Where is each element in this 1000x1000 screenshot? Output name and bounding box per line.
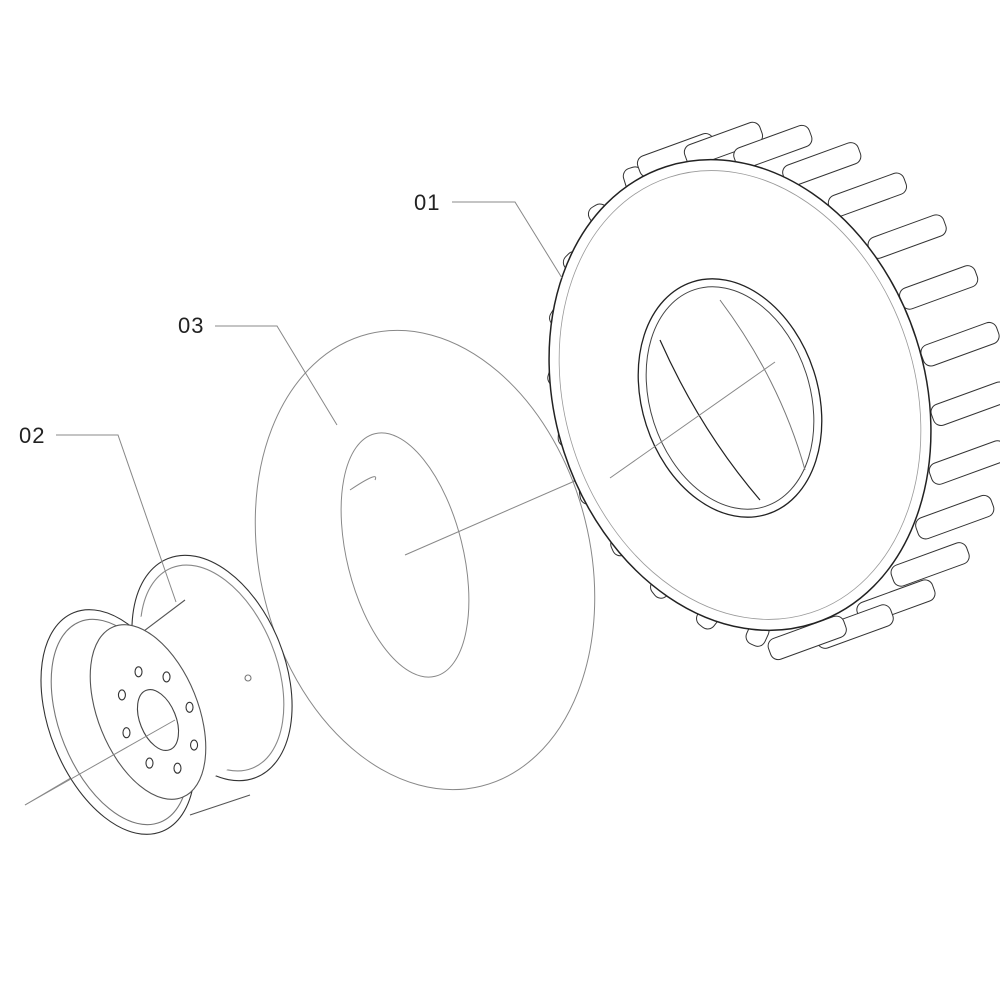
- bolt-hole: [134, 666, 143, 678]
- bolt-hole: [145, 757, 154, 769]
- bolt-hole: [173, 762, 182, 774]
- tread-lug: [890, 542, 970, 587]
- callout-label-03: 03: [178, 313, 205, 338]
- callout-label-01: 01: [414, 190, 441, 215]
- tread-lug: [827, 172, 908, 218]
- leader-line-01: [452, 201, 563, 279]
- leader-line-03: [215, 325, 338, 426]
- tread-lug: [867, 214, 947, 259]
- bolt-holes: [117, 666, 199, 774]
- tread-lug: [930, 381, 1000, 427]
- tread-lug: [915, 494, 995, 540]
- bolt-hole: [122, 727, 131, 739]
- bolt-hole: [117, 689, 126, 701]
- tread-lug: [928, 440, 1000, 485]
- bolt-hole: [162, 671, 171, 683]
- tread-lug: [733, 124, 813, 170]
- tread-lug: [767, 615, 847, 661]
- tread-lug: [683, 121, 764, 167]
- callout-label-02: 02: [19, 423, 46, 448]
- tire[interactable]: [490, 110, 1000, 681]
- tread-lug: [920, 321, 1000, 367]
- wheel-rim[interactable]: [11, 532, 323, 857]
- bolt-hole: [185, 701, 194, 713]
- tread-lug: [899, 265, 979, 310]
- leader-line-02: [56, 434, 177, 603]
- bolt-hole: [190, 739, 199, 751]
